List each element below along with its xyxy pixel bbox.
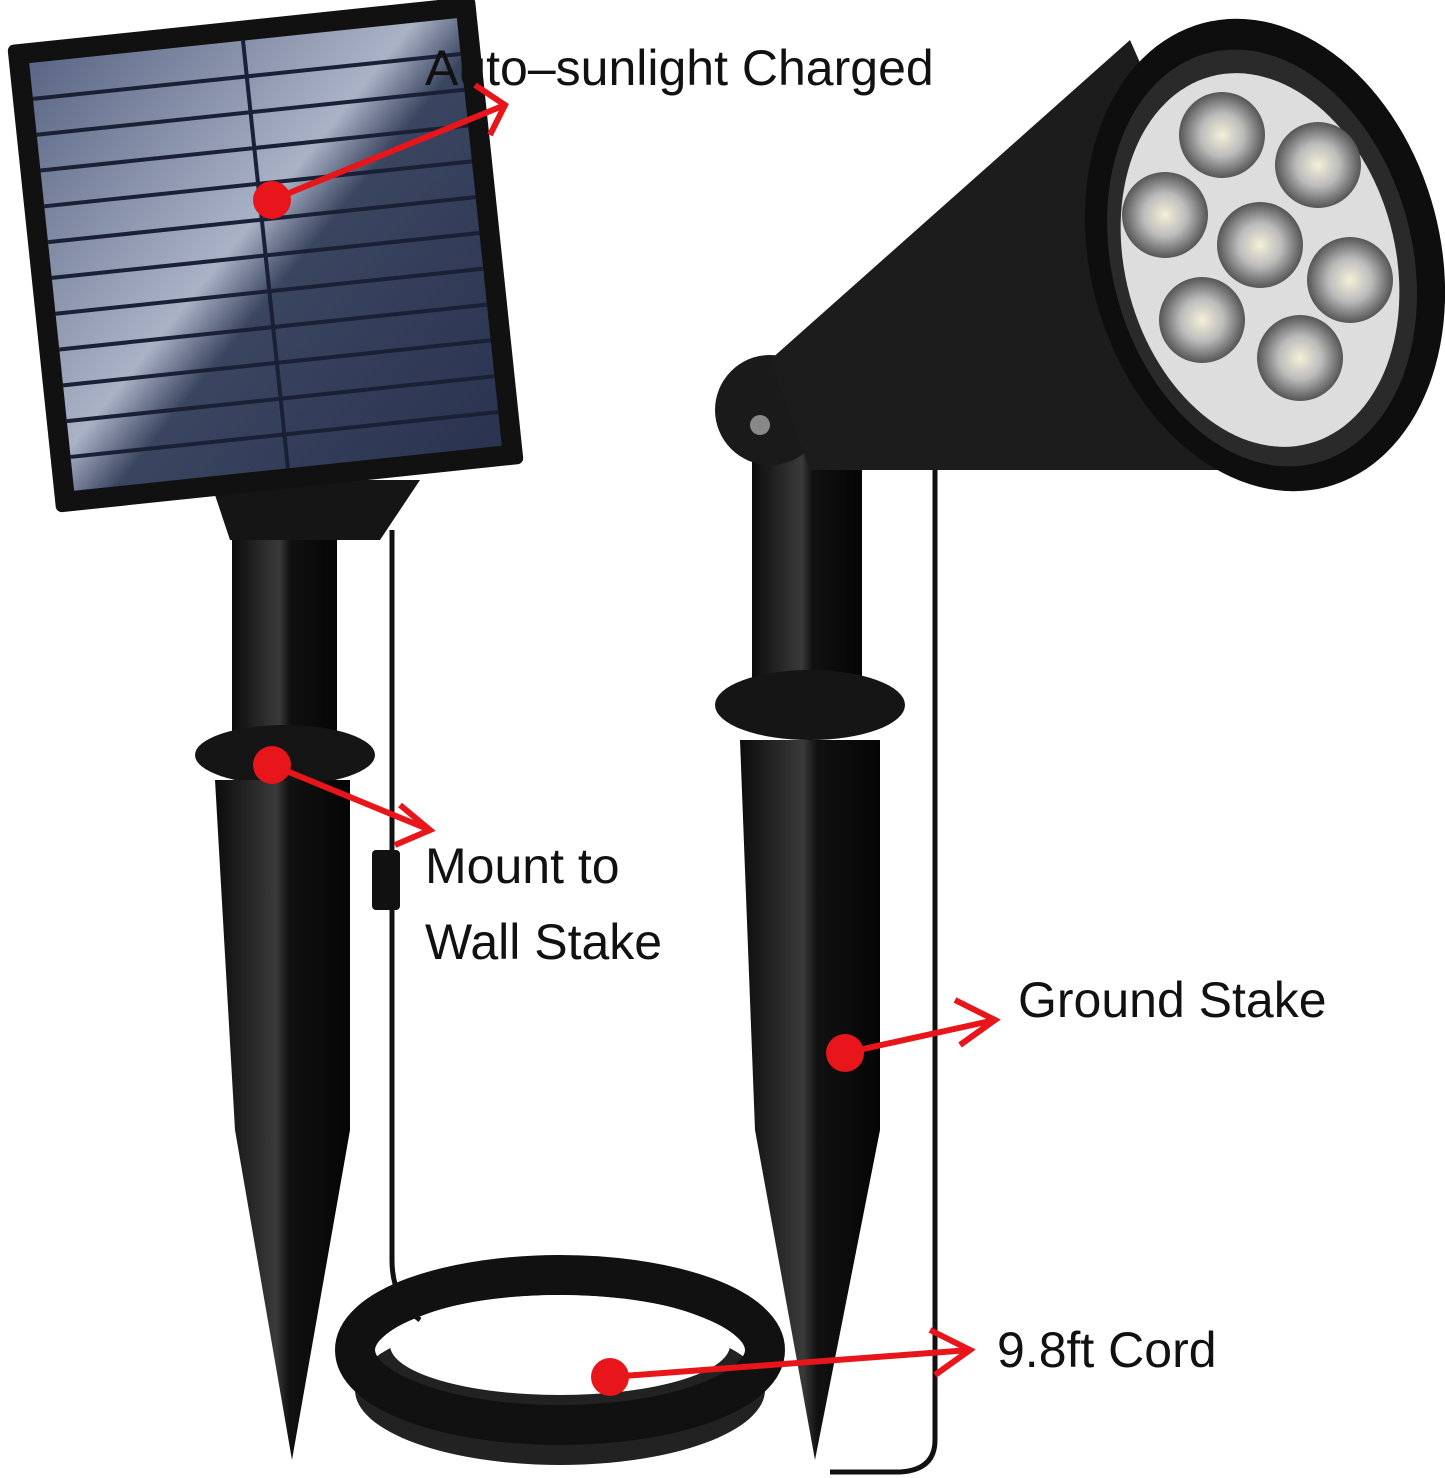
arrow-solar-panel [270,102,507,203]
arrow-cord [609,1347,971,1380]
cord-coil [335,1255,785,1465]
dot-cord [591,1358,629,1396]
callout-mount-line1: Mount to [425,838,620,894]
callout-arrows [270,82,1001,1380]
callout-solar-panel: Auto–sunlight Charged [425,40,934,96]
dot-mount [253,746,291,784]
callout-mount-line2: Wall Stake [425,914,663,970]
callout-ground-stake: Ground Stake [1018,972,1327,1028]
spotlight-head [715,18,1445,492]
dot-solar-panel [253,181,291,219]
callout-dots [253,181,864,1396]
solar-panel [7,0,524,513]
spotlight-stake [715,440,905,1460]
panel-cable [389,530,422,1323]
light-cable [830,470,938,1475]
arrow-ground-stake [844,1017,996,1056]
cable-connector [372,850,400,910]
callout-cord: 9.8ft Cord [997,1322,1217,1378]
arrow-mount [270,762,432,833]
dot-ground-stake [826,1034,864,1072]
led-array [1122,92,1393,401]
solar-panel-stake [195,480,420,1460]
